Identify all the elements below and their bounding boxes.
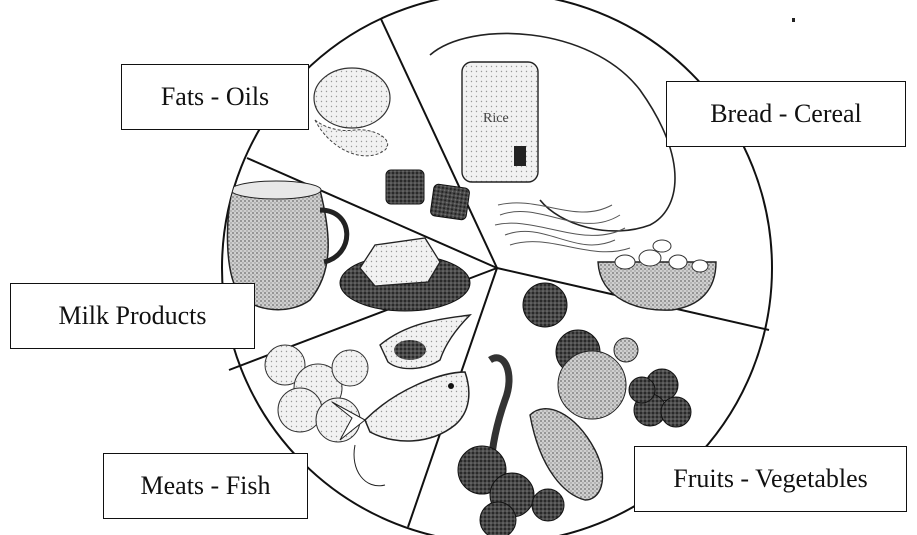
label-milk-products: Milk Products [10, 283, 255, 349]
label-fats-oils: Fats - Oils [121, 64, 309, 130]
label-meats-fish: Meats - Fish [103, 453, 308, 519]
svg-text:Rice: Rice [483, 111, 509, 126]
scan-speck [792, 18, 795, 22]
label-fruits-vegetables: Fruits - Vegetables [634, 446, 907, 512]
label-bread-cereal: Bread - Cereal [666, 81, 906, 147]
